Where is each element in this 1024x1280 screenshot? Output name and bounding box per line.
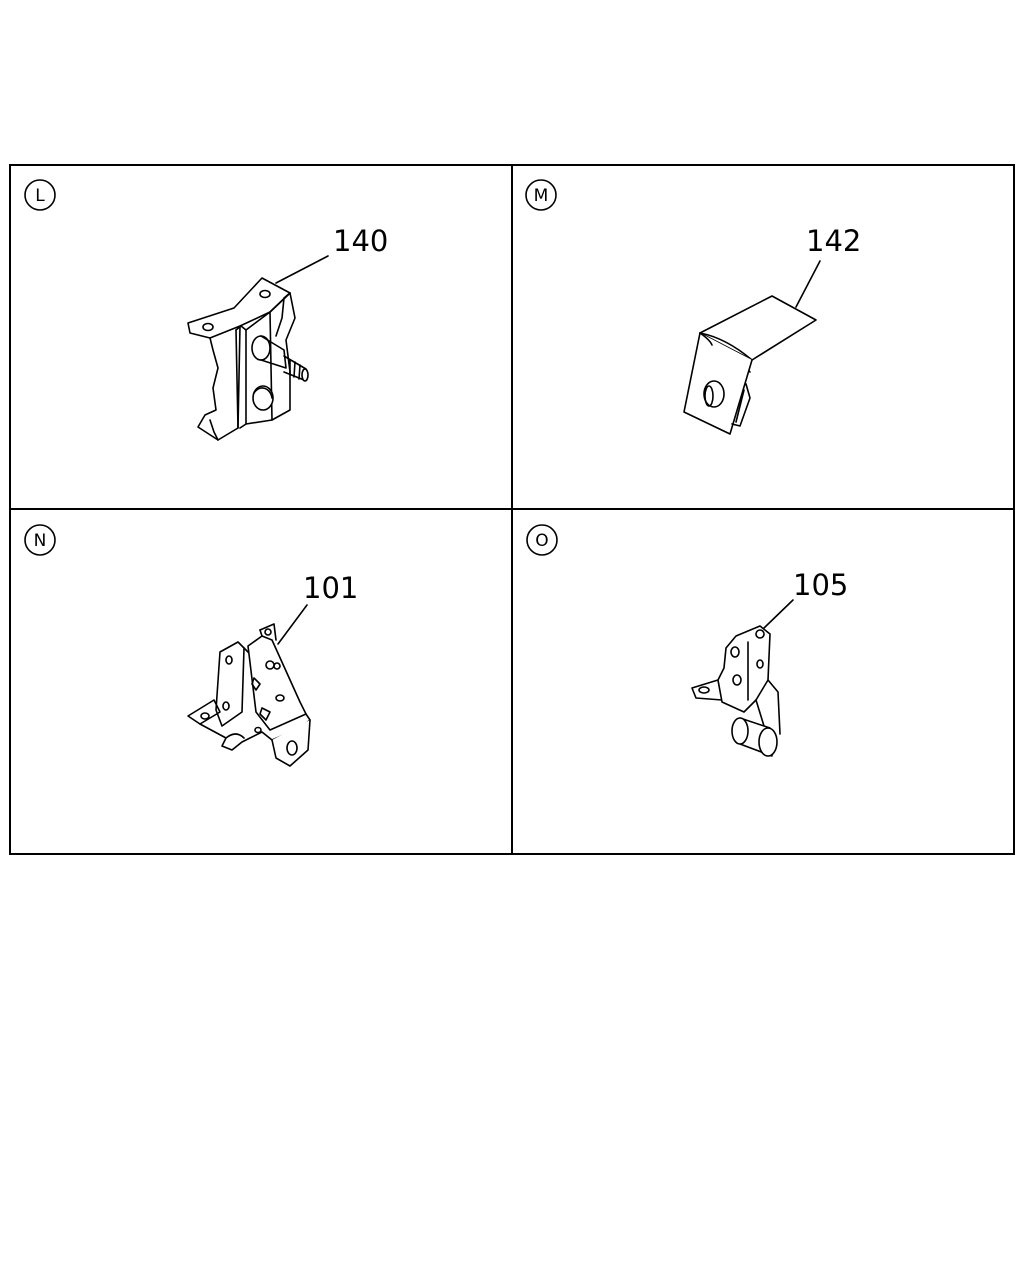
panel-l-letter: L [35,186,45,206]
panel-o-callout-number: 105 [793,568,848,602]
bracket-140-drawing [187,277,309,441]
panel-m-letter-circle [525,179,557,211]
panel-m-letter: M [534,186,549,206]
bracket-105-drawing [691,625,781,757]
panel-m-callout-number: 142 [806,224,861,258]
diagram-frame [9,164,1015,855]
bracket-142-drawing [683,295,817,435]
panel-o-leader-line [763,599,794,629]
bracket-101-drawing [187,623,311,767]
panel-o-letter-circle [526,524,558,556]
panel-n: N 101 [24,524,358,767]
panel-n-letter-circle [24,524,56,556]
panel-m-leader-line [795,260,821,308]
panel-m: M 142 [525,179,861,435]
panel-l-letter-circle [24,179,56,211]
panel-n-letter: N [34,531,47,551]
panel-o: O 105 [526,524,848,757]
panel-l-callout-number: 140 [333,224,388,258]
panel-l-leader-line [275,255,329,284]
panel-l: L 140 [24,179,388,441]
panel-o-letter: O [535,531,548,551]
panel-n-callout-number: 101 [303,571,358,605]
panel-n-leader-line [277,604,308,645]
